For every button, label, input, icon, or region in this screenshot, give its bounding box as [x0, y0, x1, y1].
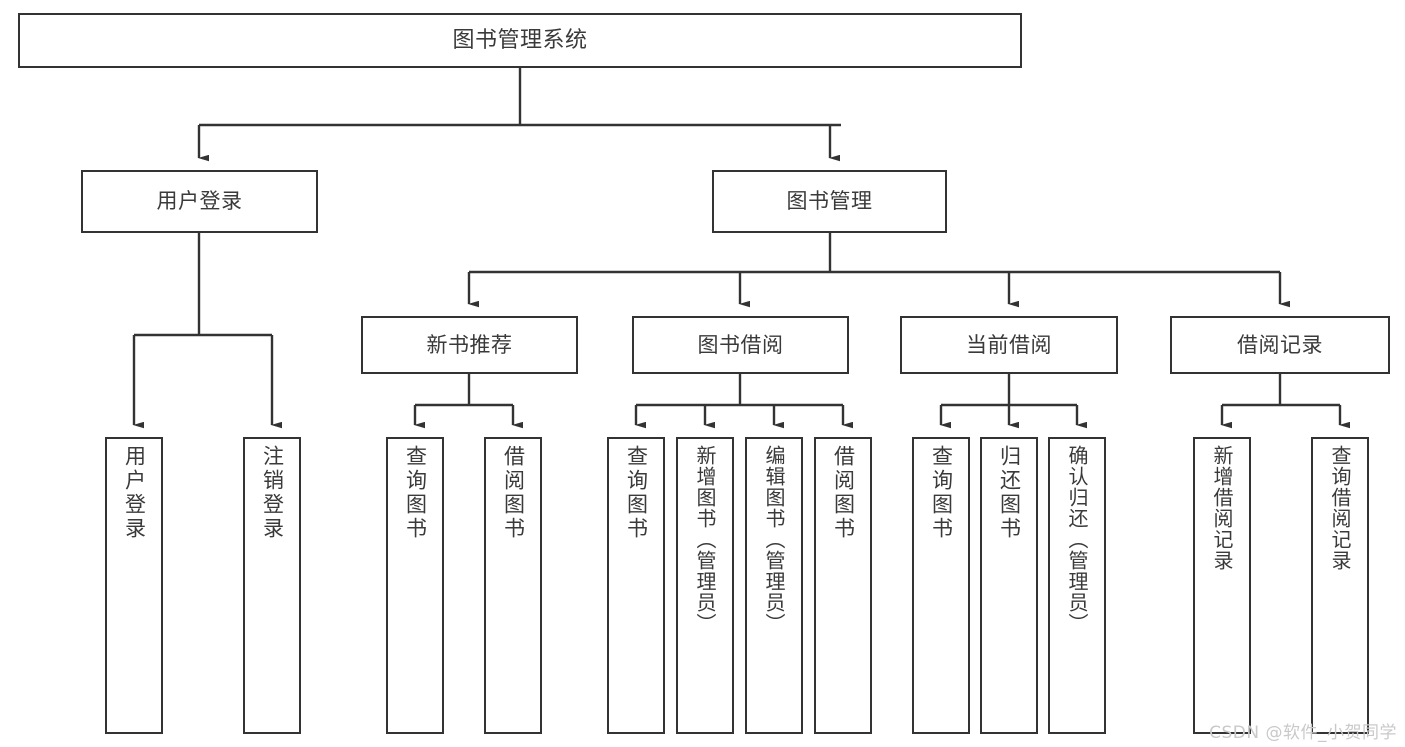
node-label: 借阅图书 [831, 445, 856, 541]
leaf-new-book-query-book[interactable]: 查询图书 [386, 437, 444, 734]
node-label: 查询图书 [929, 445, 954, 541]
node-root-book-management-system[interactable]: 图书管理系统 [18, 13, 1022, 68]
node-label: 用户登录 [156, 189, 243, 214]
leaf-user-login-logout[interactable]: 注销登录 [243, 437, 301, 734]
leaf-book-borrow-borrow-book[interactable]: 借阅图书 [814, 437, 872, 734]
node-current-borrow[interactable]: 当前借阅 [900, 316, 1118, 374]
leaf-current-borrow-return-book[interactable]: 归还图书 [980, 437, 1038, 734]
node-label: 归还图书 [997, 445, 1022, 541]
node-new-book-recommend[interactable]: 新书推荐 [361, 316, 578, 374]
node-label: 借阅记录 [1237, 332, 1323, 357]
node-book-management[interactable]: 图书管理 [712, 170, 947, 233]
node-label: 图书管理系统 [452, 27, 588, 53]
node-label: 查询图书 [403, 445, 428, 541]
node-user-login[interactable]: 用户登录 [81, 170, 318, 233]
node-label: 图书借阅 [697, 332, 784, 357]
leaf-current-borrow-query-book[interactable]: 查询图书 [912, 437, 970, 734]
leaf-new-book-borrow-book[interactable]: 借阅图书 [484, 437, 542, 734]
node-label: 确认归还（管理员） [1065, 445, 1089, 634]
node-label: 查询图书 [624, 445, 649, 541]
node-label: 查询借阅记录 [1328, 445, 1352, 571]
leaf-current-borrow-confirm-return-admin[interactable]: 确认归还（管理员） [1048, 437, 1106, 734]
node-label: 新增图书（管理员） [693, 445, 717, 634]
node-borrow-record[interactable]: 借阅记录 [1170, 316, 1390, 374]
node-book-borrow[interactable]: 图书借阅 [632, 316, 849, 374]
node-label: 图书管理 [786, 189, 873, 214]
node-label: 当前借阅 [966, 332, 1052, 357]
node-label: 编辑图书（管理员） [762, 445, 786, 634]
node-label: 新书推荐 [426, 332, 513, 357]
leaf-borrow-record-query-record[interactable]: 查询借阅记录 [1311, 437, 1369, 734]
node-label: 注销登录 [260, 445, 285, 541]
node-label: 新增借阅记录 [1210, 445, 1234, 571]
leaf-book-borrow-query-book[interactable]: 查询图书 [607, 437, 665, 734]
leaf-book-borrow-add-book-admin[interactable]: 新增图书（管理员） [676, 437, 734, 734]
leaf-user-login-login[interactable]: 用户登录 [105, 437, 163, 734]
leaf-borrow-record-add-record[interactable]: 新增借阅记录 [1193, 437, 1251, 734]
node-label: 用户登录 [122, 445, 147, 541]
node-label: 借阅图书 [501, 445, 526, 541]
leaf-book-borrow-edit-book-admin[interactable]: 编辑图书（管理员） [745, 437, 803, 734]
